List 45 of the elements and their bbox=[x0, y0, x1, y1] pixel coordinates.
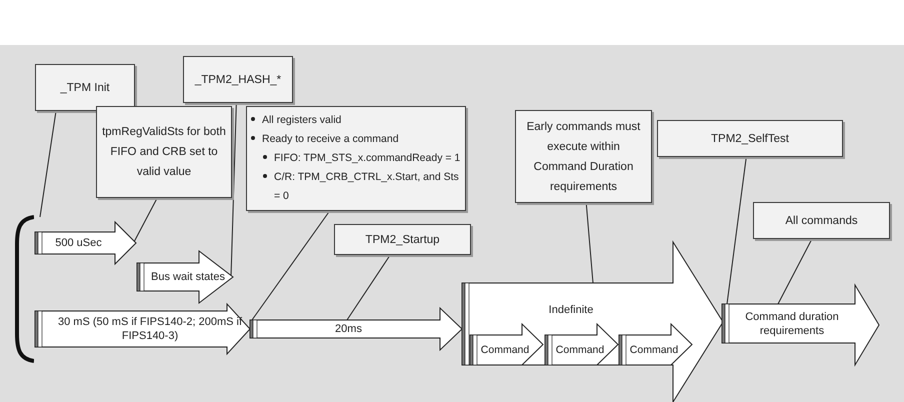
callout-box bbox=[35, 64, 135, 111]
leader-line bbox=[230, 102, 237, 278]
leader-line bbox=[134, 198, 158, 242]
arrow-label: Command bbox=[480, 343, 530, 358]
arrow-label: Indefinite bbox=[548, 303, 594, 318]
callout-box bbox=[183, 56, 293, 103]
leader-line bbox=[778, 238, 812, 304]
arrow-label: Command bbox=[628, 343, 680, 358]
callout-box bbox=[96, 106, 232, 198]
callout-text: _TPM2_HASH_* bbox=[194, 72, 282, 88]
bracket bbox=[14, 214, 34, 364]
callout-text: All commands bbox=[785, 214, 858, 228]
leader-line bbox=[726, 156, 747, 304]
bullet-text: All registers valid bbox=[262, 113, 342, 128]
callout-text: Early commands must execute within Command Duration requirements bbox=[526, 120, 642, 194]
callout-text: TPM2_Startup bbox=[365, 232, 440, 248]
arrow-shape bbox=[619, 324, 692, 365]
arrow-shape bbox=[545, 324, 618, 365]
arrow-shape bbox=[35, 222, 136, 264]
callout-box bbox=[753, 202, 890, 239]
callout-text: tpmRegValidSts for both FIFO and CRB set to valid value bbox=[101, 125, 227, 180]
arrow-label: 500 uSec bbox=[54, 236, 103, 251]
bullet-text: Ready to receive a command bbox=[262, 132, 399, 147]
leader-line bbox=[40, 110, 56, 218]
arrow-label: Command duration requirements bbox=[744, 310, 840, 338]
callout-box bbox=[657, 120, 843, 157]
leader-line bbox=[346, 254, 391, 320]
callout-text: TPM2_SelfTest bbox=[711, 132, 789, 146]
arrow-label: Bus wait states bbox=[150, 270, 226, 285]
arrow-shape bbox=[137, 251, 233, 303]
callout-box bbox=[515, 110, 652, 203]
callout-box bbox=[334, 224, 471, 255]
callout-box bbox=[246, 106, 466, 211]
arrow-shape bbox=[250, 308, 462, 350]
arrow-label: Command bbox=[554, 343, 606, 358]
callout-text: _TPM Init bbox=[60, 80, 110, 96]
bullet-text: FIFO: TPM_STS_x.commandReady = 1 bbox=[274, 151, 460, 166]
leader-line bbox=[586, 202, 594, 284]
arrow-shape bbox=[462, 242, 723, 402]
leader-line bbox=[252, 210, 330, 320]
bullet-text: C/R: TPM_CRB_CTRL_x.Start, and Sts = 0 bbox=[274, 170, 460, 204]
arrow-label: 20ms bbox=[334, 322, 363, 337]
arrow-shape bbox=[470, 324, 543, 365]
arrow-shape bbox=[722, 285, 879, 365]
arrow-shape bbox=[35, 304, 250, 354]
